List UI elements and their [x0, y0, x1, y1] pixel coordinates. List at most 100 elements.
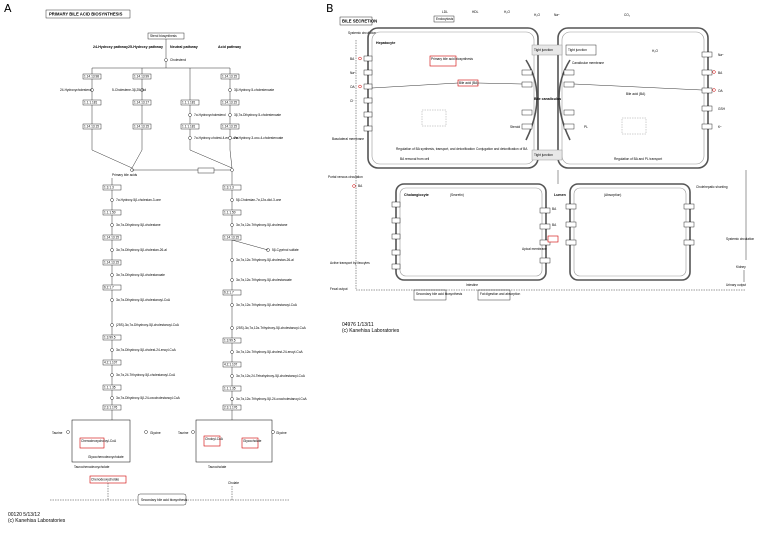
enzyme-box[interactable]: [180, 123, 200, 130]
choloyl-coa-box[interactable]: [203, 435, 221, 447]
enzyme-box[interactable]: [220, 123, 240, 130]
transporter-box[interactable]: [563, 81, 575, 88]
transporter-box[interactable]: [539, 207, 551, 214]
compound-node[interactable]: [110, 373, 114, 377]
enzyme-box[interactable]: [102, 184, 122, 191]
compound-node[interactable]: [110, 348, 114, 352]
compound-node[interactable]: [230, 397, 234, 401]
compound-node[interactable]: [230, 198, 234, 202]
enzyme-box[interactable]: [220, 99, 240, 106]
transporter-box[interactable]: [363, 125, 373, 132]
compound-node[interactable]: [140, 88, 144, 92]
compound-node[interactable]: [90, 88, 94, 92]
enzyme-box[interactable]: [222, 209, 242, 216]
compound-node[interactable]: [110, 248, 114, 252]
cholesterol-node[interactable]: [164, 58, 168, 62]
compound-node[interactable]: [230, 278, 234, 282]
primary-bile-acid-box[interactable]: [429, 55, 457, 67]
transporter-box[interactable]: [539, 257, 551, 264]
compound-node[interactable]: [358, 56, 362, 61]
transporter-box[interactable]: [521, 123, 533, 130]
transporter-box[interactable]: [701, 105, 713, 112]
transporter-box[interactable]: [363, 69, 373, 76]
enzyme-box[interactable]: [222, 184, 242, 191]
compound-node[interactable]: [358, 84, 362, 89]
compound-node[interactable]: [230, 350, 234, 354]
enzyme-box[interactable]: [132, 73, 152, 80]
enzyme-box[interactable]: [102, 334, 122, 341]
enzyme-box[interactable]: [222, 337, 242, 344]
enzyme-box[interactable]: [222, 385, 242, 392]
transporter-box[interactable]: [391, 263, 401, 270]
transporter-box[interactable]: [683, 203, 695, 210]
transporter-box[interactable]: [391, 201, 401, 208]
taurine-node[interactable]: [66, 430, 70, 434]
enzyme-box[interactable]: [102, 284, 122, 291]
compound-node[interactable]: [188, 136, 192, 140]
transporter-box[interactable]: [521, 69, 533, 76]
transporter-box[interactable]: [363, 111, 373, 118]
glycine-node[interactable]: [271, 430, 275, 434]
transporter-box[interactable]: [563, 69, 575, 76]
enzyme-box[interactable]: [82, 73, 102, 80]
transporter-box[interactable]: [701, 69, 713, 76]
glycine-node[interactable]: [144, 430, 148, 434]
enzyme-box[interactable]: [102, 234, 122, 241]
compound-node[interactable]: [712, 70, 716, 74]
compound-node[interactable]: [228, 88, 232, 92]
compound-node[interactable]: [230, 168, 234, 172]
compound-node[interactable]: [110, 396, 114, 400]
enzyme-box[interactable]: [132, 99, 152, 106]
compound-node[interactable]: [188, 113, 192, 117]
compound-node[interactable]: [110, 223, 114, 227]
enzyme-box[interactable]: [197, 167, 215, 174]
enzyme-box[interactable]: [102, 209, 122, 216]
enzyme-box[interactable]: [82, 99, 102, 106]
enzyme-box[interactable]: [102, 384, 122, 391]
transporter-box[interactable]: [563, 109, 575, 116]
compound-node[interactable]: [228, 113, 232, 117]
chenodeoxycholoyl-coa-box[interactable]: [79, 437, 105, 449]
enzyme-box[interactable]: [102, 259, 122, 266]
glycocholate-box[interactable]: [241, 437, 259, 449]
enzyme-box[interactable]: [222, 361, 242, 368]
compound-node[interactable]: [712, 88, 716, 92]
transporter-box[interactable]: [391, 249, 401, 256]
transporter-box[interactable]: [701, 87, 713, 94]
transporter-box[interactable]: [701, 123, 713, 130]
transporter-box[interactable]: [363, 55, 373, 62]
enzyme-box[interactable]: [222, 289, 242, 296]
secondary-bile-acid-box[interactable]: [137, 493, 187, 506]
enzyme-box[interactable]: [102, 404, 122, 411]
transporter-box[interactable]: [539, 223, 551, 230]
compound-node[interactable]: [230, 374, 234, 378]
compound-node[interactable]: [230, 326, 234, 330]
compound-node[interactable]: [228, 136, 232, 140]
bile-box[interactable]: [547, 235, 559, 243]
taurine-node[interactable]: [191, 430, 195, 434]
enzyme-box[interactable]: [222, 234, 242, 241]
enzyme-box[interactable]: [102, 359, 122, 366]
enzyme-box[interactable]: [82, 123, 102, 130]
compound-node[interactable]: [352, 184, 356, 188]
compound-node[interactable]: [230, 258, 234, 262]
enzyme-box[interactable]: [180, 99, 200, 106]
compound-node[interactable]: [110, 323, 114, 327]
transporter-box[interactable]: [701, 51, 713, 58]
transporter-box[interactable]: [521, 81, 533, 88]
transporter-box[interactable]: [563, 123, 575, 130]
enzyme-box[interactable]: [132, 123, 152, 130]
transporter-box[interactable]: [565, 221, 577, 228]
transporter-box[interactable]: [363, 83, 373, 90]
endocytosis-box[interactable]: [433, 15, 455, 23]
compound-node[interactable]: [110, 198, 114, 202]
transporter-box[interactable]: [565, 239, 577, 246]
compound-node[interactable]: [230, 223, 234, 227]
transporter-box[interactable]: [363, 97, 373, 104]
transporter-box[interactable]: [565, 203, 577, 210]
transporter-box[interactable]: [539, 239, 551, 246]
transporter-box[interactable]: [683, 221, 695, 228]
transporter-box[interactable]: [391, 233, 401, 240]
enzyme-box[interactable]: [222, 404, 242, 411]
transporter-box[interactable]: [521, 109, 533, 116]
